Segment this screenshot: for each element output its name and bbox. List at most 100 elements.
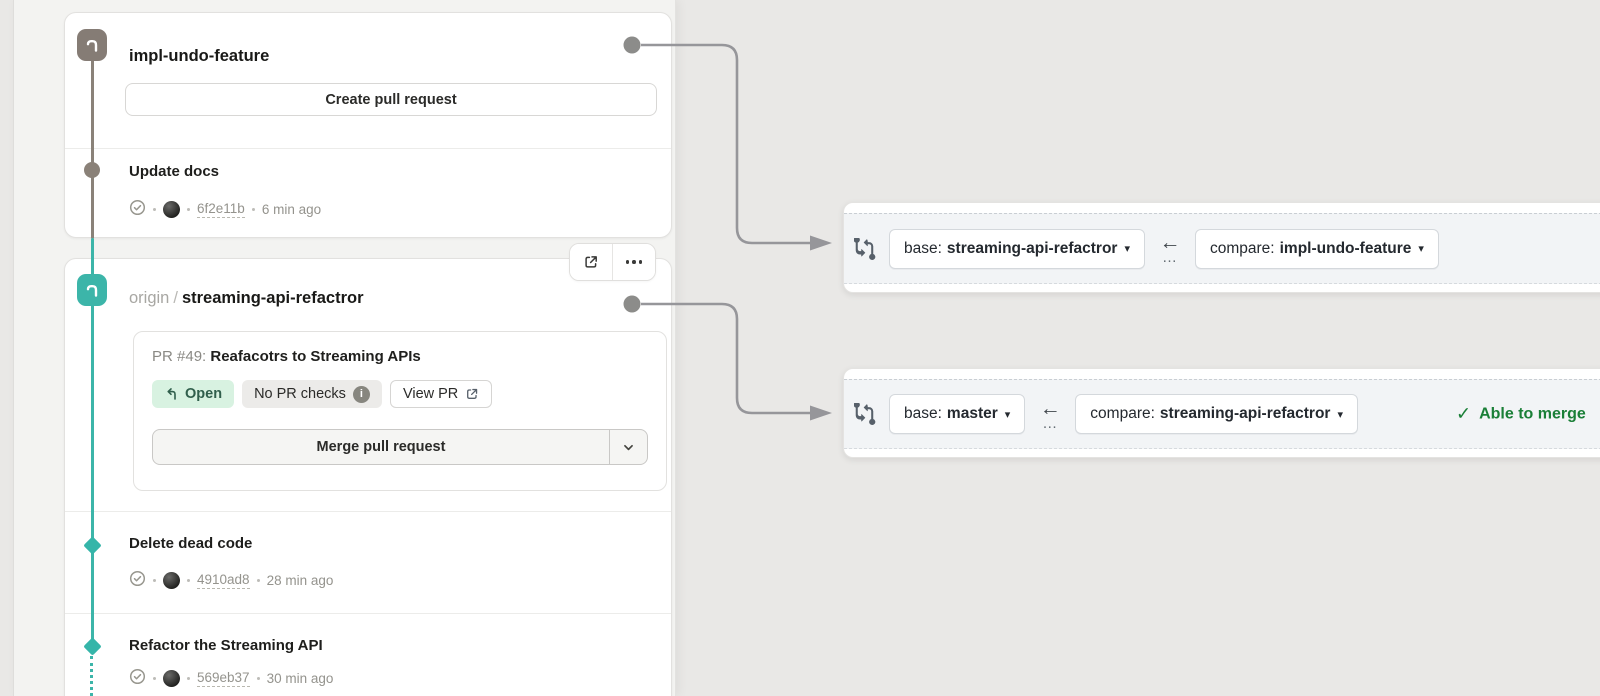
pr-number: PR #49: <box>152 348 207 365</box>
merge-split-button: Merge pull request <box>152 429 648 465</box>
merge-options-button[interactable] <box>609 430 647 464</box>
info-icon[interactable]: i <box>352 385 370 403</box>
commit-status-icon <box>129 199 146 219</box>
compare-bar: base: master ← … compare: streaming-api-… <box>843 368 1600 458</box>
remote-name: origin <box>129 289 170 307</box>
view-pr-label: View PR <box>402 386 459 402</box>
meta-separator-dot <box>187 676 190 680</box>
compare-prefix: compare: <box>1090 405 1155 422</box>
dropdown-caret-icon <box>1418 242 1424 255</box>
meta-separator-dot <box>187 578 190 582</box>
meta-separator-dot <box>153 207 156 211</box>
left-arrow-icon: ← <box>1039 396 1061 420</box>
base-prefix: base: <box>904 405 942 422</box>
commit-status-icon <box>129 570 146 590</box>
branch-card-toolbar <box>569 243 656 281</box>
compare-bar-controls: base: master ← … compare: streaming-api-… <box>844 379 1600 449</box>
create-pull-request-button[interactable]: Create pull request <box>125 83 657 116</box>
divider <box>65 613 671 614</box>
base-branch-select[interactable]: base: master <box>889 394 1026 434</box>
pr-badges: Open No PR checks i View PR <box>152 380 648 408</box>
chevron-down-icon <box>624 444 633 450</box>
compare-bar: base: streaming-api-refactror ← … compar… <box>843 202 1600 293</box>
commit-title[interactable]: Refactor the Streaming API <box>129 637 323 654</box>
author-avatar <box>163 571 180 589</box>
meta-separator-dot <box>256 578 260 582</box>
meta-separator-dot <box>251 207 255 211</box>
git-compare-icon <box>854 403 876 425</box>
base-branch-name: streaming-api-refactror <box>946 239 1118 257</box>
author-avatar <box>163 669 180 687</box>
commit-status-icon <box>129 668 146 688</box>
toolbar-divider <box>612 244 613 280</box>
commit-hash-link[interactable]: 569eb37 <box>197 669 250 687</box>
meta-separator-dot <box>187 207 190 211</box>
ellipsis-icon <box>625 260 643 264</box>
pr-checks-badge: No PR checks i <box>242 380 382 408</box>
commit-time: 6 min ago <box>261 201 322 217</box>
base-prefix: base: <box>904 239 942 257</box>
commit-time: 28 min ago <box>266 572 334 588</box>
author-avatar <box>163 200 180 218</box>
compare-prefix: compare: <box>1210 239 1275 257</box>
compare-bar-controls: base: streaming-api-refactror ← … compar… <box>844 213 1600 284</box>
branch-icon <box>77 29 107 61</box>
merge-status-label: Able to merge <box>1479 405 1586 422</box>
commit-hash-link[interactable]: 4910ad8 <box>197 571 250 589</box>
compare-branch-name: streaming-api-refactror <box>1159 405 1331 422</box>
pr-checks-label: No PR checks <box>254 386 346 402</box>
pr-title: PR #49: Reafacotrs to Streaming APIs <box>152 348 648 365</box>
open-in-browser-button[interactable] <box>570 244 612 280</box>
branch-name[interactable]: origin/streaming-api-refactror <box>129 289 364 308</box>
slash: / <box>173 289 178 307</box>
compare-direction: ← … <box>1158 232 1182 265</box>
commit-title[interactable]: Update docs <box>129 163 220 180</box>
branch-lane-teal <box>91 238 94 652</box>
dropdown-caret-icon <box>1124 242 1130 255</box>
dropdown-caret-icon <box>1337 408 1343 421</box>
branch-card: origin/streaming-api-refactror PR #49: R… <box>64 258 672 696</box>
pr-title-text: Reafacotrs to Streaming APIs <box>210 348 421 365</box>
left-arrow-icon: ← <box>1159 231 1181 254</box>
view-pr-button[interactable]: View PR <box>389 380 493 408</box>
branch-panel: impl-undo-feature Create pull request Up… <box>13 0 676 696</box>
open-pr-icon <box>167 388 176 400</box>
external-link-icon <box>585 256 597 268</box>
base-branch-select[interactable]: base: streaming-api-refactror <box>889 228 1145 269</box>
merge-status: ✓ Able to merge <box>1456 404 1586 425</box>
branch-icon <box>77 274 107 306</box>
branch-name[interactable]: impl-undo-feature <box>129 47 270 65</box>
range-dots: … <box>1042 414 1059 432</box>
commit-title[interactable]: Delete dead code <box>129 535 253 552</box>
meta-separator-dot <box>256 676 260 680</box>
divider <box>65 148 671 149</box>
pr-status-label: Open <box>185 386 223 402</box>
merge-pull-request-button[interactable]: Merge pull request <box>153 430 609 464</box>
arrowhead-icon <box>810 235 832 251</box>
dropdown-caret-icon <box>1005 408 1011 421</box>
pull-request-box: PR #49: Reafacotrs to Streaming APIs Ope… <box>133 331 667 491</box>
commit-meta: 4910ad8 28 min ago <box>129 570 333 590</box>
meta-separator-dot <box>153 578 156 582</box>
compare-branch-name: impl-undo-feature <box>1279 239 1412 257</box>
compare-branch-select[interactable]: compare: impl-undo-feature <box>1195 228 1439 269</box>
check-icon: ✓ <box>1456 403 1472 424</box>
commit-meta: 6f2e11b 6 min ago <box>129 199 321 219</box>
external-link-icon <box>467 388 478 399</box>
commit-meta: 569eb37 30 min ago <box>129 668 333 688</box>
divider <box>65 511 671 512</box>
commit-marker-dot <box>84 162 100 178</box>
commit-time: 30 min ago <box>266 670 334 686</box>
meta-separator-dot <box>153 676 156 680</box>
branch-lane-gray <box>91 59 94 239</box>
branch-menu-button[interactable] <box>613 244 655 280</box>
arrowhead-icon <box>810 405 832 421</box>
base-branch-name: master <box>946 405 998 422</box>
branch-lane-teal-dotted <box>90 656 93 696</box>
compare-branch-select[interactable]: compare: streaming-api-refactror <box>1075 394 1358 434</box>
git-compare-icon <box>854 237 876 260</box>
commit-hash-link[interactable]: 6f2e11b <box>197 200 245 218</box>
branch-card: impl-undo-feature Create pull request Up… <box>64 12 672 238</box>
pr-status-badge: Open <box>152 380 235 408</box>
